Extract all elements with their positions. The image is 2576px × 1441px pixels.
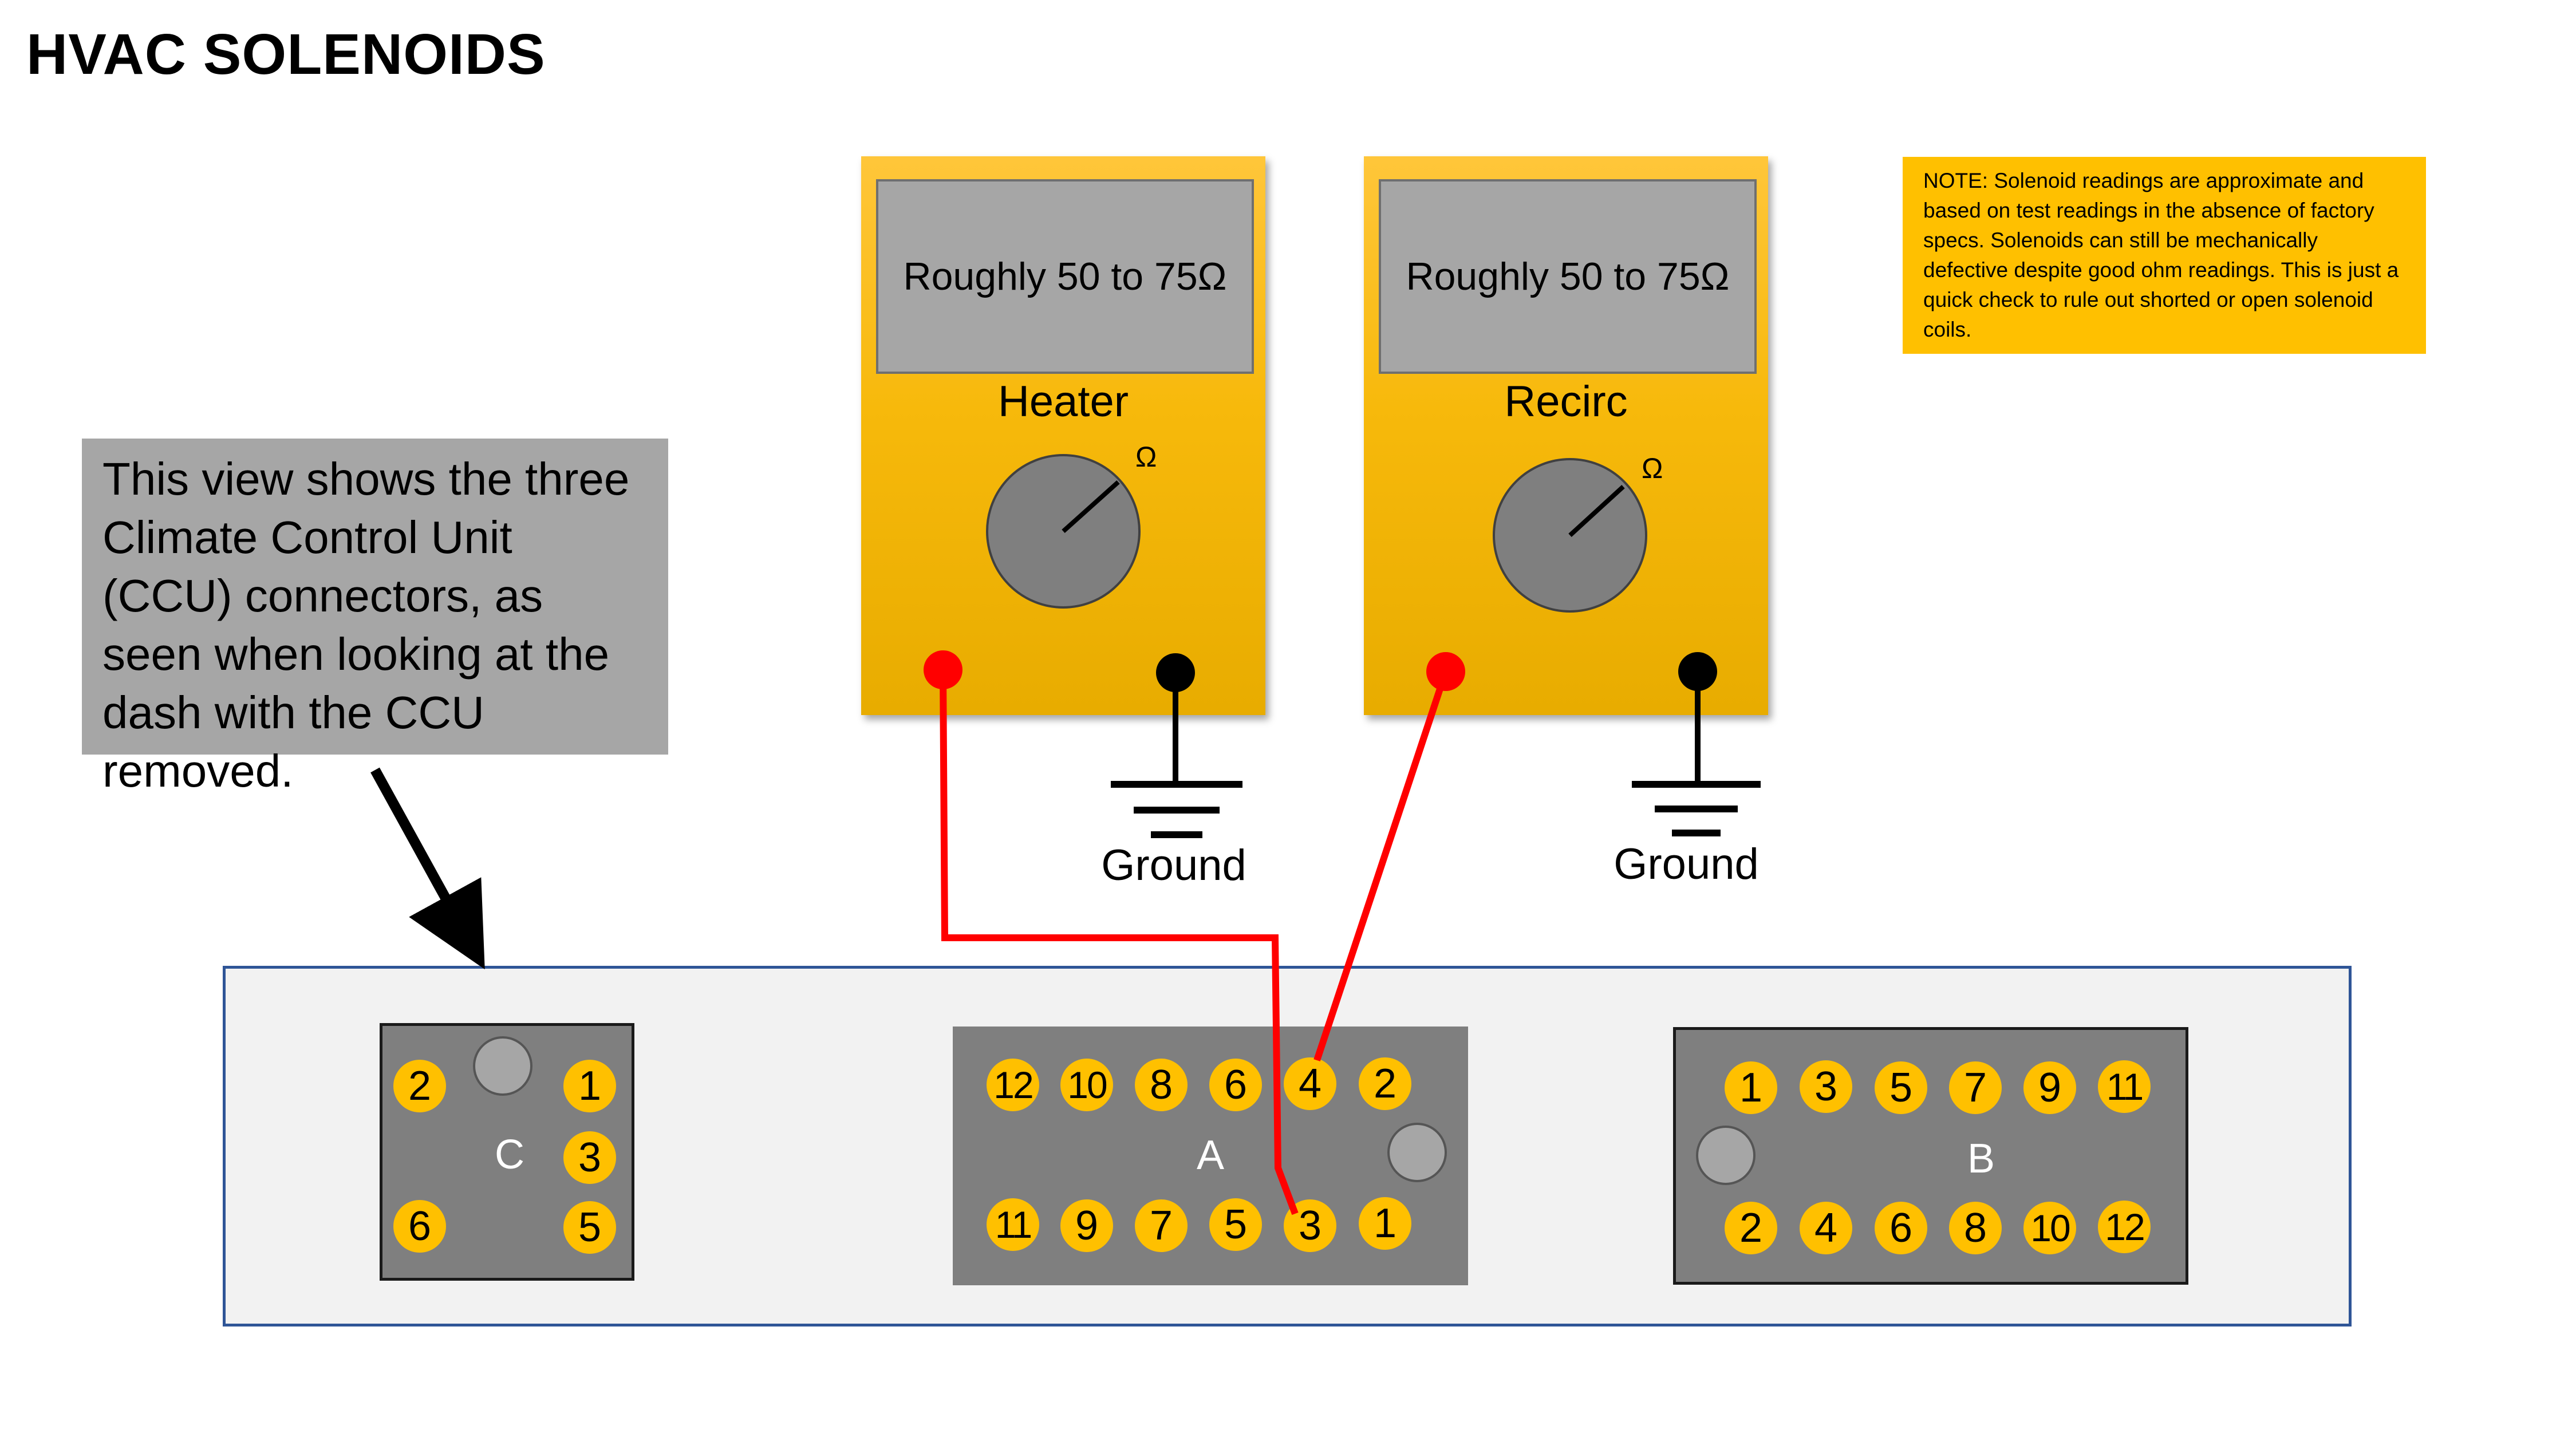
connector-a-label: A [1196,1132,1225,1178]
connector-c-pin: 2 [393,1060,446,1112]
connector-b-pin: 2 [1725,1202,1777,1254]
heater-dial-pointer [1062,480,1120,533]
recirc-red-wire [1313,670,1449,1061]
connector-a-pin: 4 [1284,1057,1336,1110]
connector-a-pin: 8 [1135,1059,1188,1111]
connector-c-label: C [495,1132,524,1178]
heater-positive-probe [924,650,962,689]
connector-a-pin: 11 [987,1198,1039,1251]
connector-c-pin: 6 [393,1200,446,1253]
note-box: NOTE: Solenoid readings are approximate … [1903,157,2426,354]
connector-b-label: B [1967,1136,1995,1182]
recirc-ground-label: Ground [1614,840,1759,889]
heater-meter-display: Roughly 50 to 75Ω [876,179,1254,374]
heater-dial-symbol: Ω [1135,441,1157,473]
connector-b-pin: 8 [1949,1202,2002,1254]
connector-a-pin: 2 [1359,1057,1411,1110]
connector-c-pin: 5 [563,1201,616,1254]
heater-ground-symbol [1111,781,1242,838]
connector-c-key [473,1036,532,1096]
connector-a-pin: 5 [1209,1198,1262,1251]
connector-a-pin: 7 [1135,1199,1188,1252]
heater-dial: Ω [986,441,1157,609]
connector-b-pin: 1 [1725,1061,1777,1114]
connector-a-pin: 10 [1060,1059,1113,1111]
recirc-dial-pointer [1568,485,1625,537]
recirc-negative-probe [1678,652,1717,691]
connector-b: B 1 3 5 7 9 11 2 4 6 8 10 12 [1673,1027,2188,1285]
callout-arrow [370,767,485,970]
page-title: HVAC SOLENOIDS [26,22,546,86]
connector-a-pin: 9 [1060,1199,1113,1252]
connector-b-pin: 11 [2098,1060,2151,1113]
connector-a-pin: 6 [1209,1059,1262,1111]
connector-b-pin: 3 [1800,1060,1852,1113]
connector-b-pin: 6 [1875,1202,1927,1254]
connector-a-key [1387,1123,1447,1182]
recirc-meter: Roughly 50 to 75Ω Recirc [1364,156,1768,715]
connector-b-pin: 10 [2023,1202,2076,1254]
recirc-dial-symbol: Ω [1642,452,1663,484]
connector-c-pin: 1 [563,1060,616,1112]
connector-c: 2 1 3 6 5 C [380,1023,634,1281]
heater-red-wire [940,669,1299,1215]
connector-a-pin: 1 [1359,1197,1411,1250]
recirc-ground-symbol [1632,781,1761,836]
connector-a-pin: 12 [987,1059,1039,1111]
connector-b-pin: 4 [1800,1202,1852,1254]
connector-b-pin: 12 [2098,1201,2151,1253]
connector-b-pin: 7 [1949,1061,2002,1114]
heater-negative-probe [1156,653,1195,692]
connector-b-key [1696,1126,1756,1185]
connector-b-pin: 5 [1875,1061,1927,1114]
recirc-meter-label: Recirc [1504,377,1628,426]
recirc-meter-display: Roughly 50 to 75Ω [1379,179,1757,374]
connector-c-pin: 3 [563,1131,616,1184]
recirc-dial: Ω [1493,452,1663,613]
connector-b-pin: 9 [2023,1061,2076,1114]
recirc-positive-probe [1426,652,1465,691]
connector-a: A 12 10 8 6 4 2 11 9 7 5 3 1 [953,1027,1468,1285]
heater-meter-label: Heater [997,377,1129,426]
heater-ground-label: Ground [1101,841,1246,890]
callout-box: This view shows the three Climate Contro… [82,439,668,796]
heater-meter: Roughly 50 to 75Ω Heater [861,156,1265,715]
